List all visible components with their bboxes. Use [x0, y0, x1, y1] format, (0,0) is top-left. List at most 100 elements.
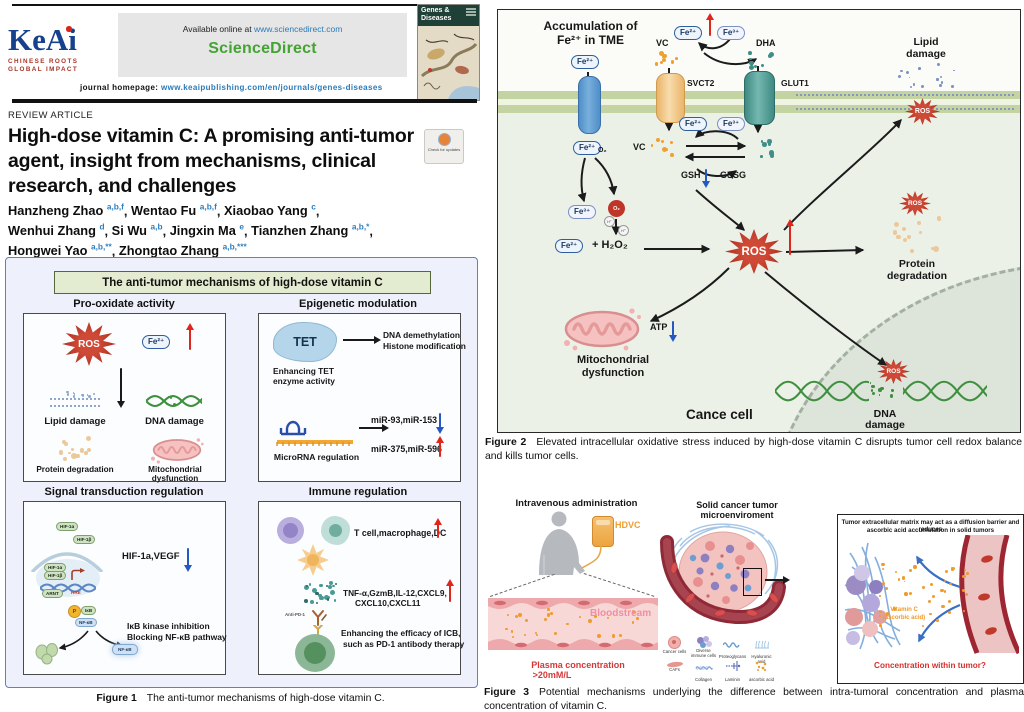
vitamin-c-label-1: Vitamin C — [890, 607, 918, 613]
sciencedirect-link[interactable]: www.sciencedirect.com — [253, 24, 343, 34]
panel-epigenetic: TET DNA demethylation Histone modificati… — [258, 313, 466, 482]
proton-icon: H⁺ — [604, 216, 615, 227]
fe3-pill: Fe³⁺ — [717, 117, 746, 131]
dha-top-dots — [747, 50, 777, 71]
iv-bag-icon — [592, 516, 614, 547]
figure2-panel: Accumulation of Fe²⁺ in TME Fe²⁺ Fe²⁺ O₂… — [497, 9, 1021, 433]
author: Jingxin Ma e — [169, 221, 244, 239]
fe2-pill: Fe²⁺ — [573, 141, 602, 155]
transcription-arrow-icon — [70, 568, 86, 581]
article-type: REVIEW ARTICLE — [8, 110, 94, 121]
gssg-label: GSSG — [720, 170, 747, 180]
plasma-conc-label-2: >20mM/L — [532, 670, 572, 680]
author: Zhongtao Zhang a,b,*** — [118, 241, 247, 258]
homepage-label: journal homepage: — [80, 83, 159, 92]
accumulation-label-1: Accumulation of — [543, 19, 638, 33]
tet-blob: TET — [273, 322, 337, 362]
frag-f2 — [892, 216, 942, 256]
cover-title-2: Diseases — [421, 15, 452, 22]
tumor-micro-title: Solid cancer tumor microenviroment — [696, 500, 778, 520]
sciencedirect-wordmark[interactable]: ScienceDirect — [208, 40, 317, 57]
nfkb-blocking-label: Blocking NF-κB pathway — [127, 632, 227, 642]
fe2-pill: Fe²⁺ — [679, 117, 708, 131]
tet-enhance-2: enzyme activity — [273, 376, 335, 386]
legend-item: CAFs — [666, 659, 683, 682]
up-arrow-icon — [449, 585, 452, 602]
o2-label: O₂ — [598, 147, 607, 154]
hre-label: HRE — [71, 590, 81, 595]
right-arrow-icon — [765, 579, 784, 582]
legend-item: ascorbic acid — [749, 659, 774, 682]
hdvc-label: HDVC — [615, 520, 641, 530]
cell-membrane-arc — [30, 546, 104, 572]
author: Wenhui Zhang d — [8, 221, 105, 239]
fe2-pill: Fe²⁺ — [142, 335, 171, 349]
microrna-label: MicroRNA regulation — [273, 452, 360, 462]
iv-tube-icon — [574, 544, 604, 574]
bloodstream-dots — [496, 608, 644, 640]
fe2-pill: Fe²⁺ — [571, 55, 600, 69]
accumulation-label-2: Fe²⁺ in TME — [557, 33, 624, 47]
down-arrow-icon — [672, 321, 675, 336]
homepage-link[interactable]: www.keaipublishing.com/en/journals/genes… — [161, 83, 383, 92]
check-updates-badge[interactable]: Check for updates — [424, 129, 464, 164]
immune-dots — [301, 578, 339, 610]
vitamin-c-label-2: (ascorbic acid) — [882, 615, 926, 621]
up-arrow-icon — [189, 329, 192, 350]
legend-item: Collagen — [694, 659, 713, 682]
author: Wentao Fu a,b,f — [131, 202, 217, 219]
iron-channel — [578, 76, 601, 134]
hif1b-pill: HIF-1β — [73, 535, 96, 544]
figure3-panel: Intravenous administration HDVC — [484, 478, 1024, 684]
down-arrow-icon — [120, 368, 123, 402]
mir-down-label: miR-93,miR-153 — [371, 415, 438, 425]
lipid-damage-label-1: Lipid — [913, 36, 939, 48]
lipid-debris — [890, 62, 960, 90]
protein-degradation-label: Protein degradation — [36, 465, 114, 474]
anti-pd1-label: Anti-PD-1 — [285, 612, 306, 617]
author: Si Wu a,b — [111, 221, 163, 239]
plasma-conc-label-1: Plasma concentration — [531, 660, 625, 670]
author: Hongwei Yao a,b,** — [8, 241, 112, 258]
figure3-caption-label: Figure 3 — [484, 687, 530, 698]
f1-protein-frag — [54, 434, 98, 464]
ascorbic-icon — [755, 659, 767, 677]
dna-damage-icon — [145, 394, 219, 408]
arnt-pill: ARNT — [42, 589, 63, 598]
panel-pro-oxidate: ROS Fe²⁺ Lipid damage DNA damage Protein… — [23, 313, 226, 483]
up-arrow-icon — [709, 19, 712, 36]
keai-wordmark: KeAi — [8, 22, 77, 57]
up-arrow-icon — [437, 524, 440, 538]
protein-degradation-label-1: Protein — [898, 258, 936, 270]
hif-vegf-label: HIF-1a,VEGF — [122, 551, 180, 562]
legend-item: Laminin — [725, 659, 741, 682]
antibody-icon — [309, 606, 327, 626]
down-arrow-icon — [439, 413, 442, 428]
glut1-transporter — [744, 71, 775, 125]
fe3-pill: Fe³⁺ — [568, 205, 597, 219]
blood-vessel — [488, 596, 658, 652]
patient-icon — [532, 511, 594, 575]
lipid-membrane-icon — [50, 390, 100, 414]
atp-label: ATP — [650, 322, 668, 332]
protein-degradation-label-2: degradation — [886, 270, 948, 282]
phospho-circle: P — [68, 605, 81, 618]
lipid-damage-label: Lipid damage — [44, 416, 106, 427]
dna-gap-dots — [869, 380, 895, 402]
nfkb-free-pill: NF-κB — [112, 644, 138, 655]
tumor-cell-icon — [295, 634, 335, 672]
panel-signal: HIF-1α HIF-1β HIF-1α HIF-1β ARNT HRE HIF… — [23, 501, 227, 675]
mito-dysfunction-label: Mitochondrial dysfunction — [148, 465, 202, 483]
figure1-panel: The anti-tumor mechanisms of high-dose v… — [5, 257, 478, 688]
dendritic-cell-icon — [297, 544, 329, 576]
panel-title-signal: Signal transduction regulation — [44, 486, 204, 498]
mito-dysfunction-label-2: dysfunction — [581, 367, 645, 379]
check-updates-label: Check for updates — [427, 147, 461, 152]
panel-title-pro-oxidate: Pro-oxidate activity — [73, 298, 175, 310]
f1-lipid-dots — [54, 390, 96, 398]
keai-logo: KeAi CHINESE ROOTS GLOBAL IMPACT — [8, 24, 113, 94]
mitochondria-icon — [560, 306, 644, 352]
immune-line2a-label: TNF-α,GzmB,IL-12,CXCL9, — [343, 588, 447, 598]
